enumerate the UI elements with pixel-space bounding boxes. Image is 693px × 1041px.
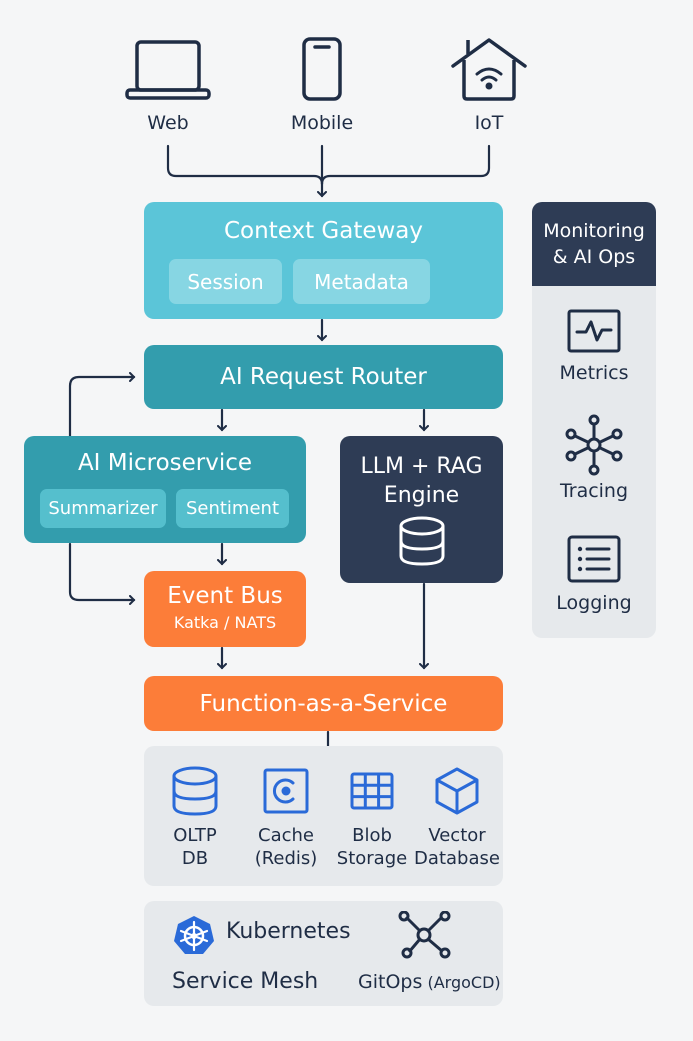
storage-label-line1: Cache — [258, 825, 314, 846]
connector-web — [166, 144, 324, 186]
storage-label-line2: (Redis) — [254, 848, 318, 869]
storage-label-line1: Vector — [428, 825, 486, 846]
monitoring-item-metrics[interactable]: Metrics — [532, 308, 656, 384]
storage-label-line2: Storage — [336, 848, 408, 869]
laptop-icon — [125, 40, 211, 100]
list-icon — [567, 535, 621, 583]
storage-label: Blob Storage — [327, 824, 417, 870]
storage-label: OLTP DB — [150, 824, 240, 870]
network-hub-icon — [565, 414, 623, 476]
connector-iot — [320, 144, 491, 186]
monitoring-label: Tracing — [559, 480, 629, 502]
smartphone-icon — [302, 37, 342, 101]
storage-vector-db[interactable]: Vector Database — [412, 766, 502, 870]
client-label: Web — [147, 112, 189, 134]
monitoring-panel: Monitoring & AI Ops Metrics Tracing — [532, 202, 656, 638]
ai-microservice-title: AI Microservice — [77, 450, 253, 476]
storage-label-line1: Blob — [352, 825, 392, 846]
service-mesh-icon — [398, 911, 451, 959]
kubernetes-label[interactable]: Kubernetes — [226, 919, 351, 944]
cache-icon — [263, 768, 309, 814]
storage-panel: OLTP DB Cache (Redis) Blob Storage — [144, 746, 503, 886]
grid-icon — [350, 772, 394, 810]
monitoring-title-line2: & AI Ops — [552, 246, 636, 268]
client-label: Mobile — [290, 112, 354, 134]
storage-label: Cache (Redis) — [241, 824, 331, 870]
llm-engine-title-line1: LLM + RAG — [360, 454, 483, 479]
event-bus-title: Event Bus — [167, 583, 283, 609]
storage-label-line2: Database — [414, 848, 500, 869]
database-icon — [172, 766, 218, 816]
event-bus[interactable]: Event Bus Katka / NATS — [144, 571, 306, 647]
context-gateway[interactable]: Context Gateway Session Metadata — [144, 202, 503, 319]
monitoring-label: Logging — [556, 592, 632, 614]
gitops-suffix: (ArgoCD) — [427, 973, 501, 992]
chip-session[interactable]: Session — [169, 259, 282, 304]
ai-request-router[interactable]: AI Request Router — [144, 345, 503, 409]
ai-microservice[interactable]: AI Microservice Summarizer Sentiment — [24, 436, 306, 543]
client-web[interactable]: Web — [113, 38, 223, 134]
function-as-a-service[interactable]: Function-as-a-Service — [144, 676, 503, 731]
client-mobile[interactable]: Mobile — [267, 36, 377, 134]
monitoring-label: Metrics — [559, 362, 629, 384]
database-icon — [399, 516, 445, 566]
storage-oltp-db[interactable]: OLTP DB — [150, 766, 240, 870]
chip-summarizer[interactable]: Summarizer — [40, 489, 166, 528]
llm-engine-title: LLM + RAG Engine — [340, 452, 503, 510]
storage-cache-redis[interactable]: Cache (Redis) — [241, 766, 331, 870]
connector-microservice-router — [68, 372, 136, 438]
event-bus-subtitle: Katka / NATS — [173, 613, 277, 632]
storage-label: Vector Database — [412, 824, 502, 870]
connector-microservice-eventbus-side — [68, 542, 136, 605]
client-label: IoT — [474, 112, 504, 134]
chip-metadata[interactable]: Metadata — [293, 259, 430, 304]
gitops-text: GitOps — [358, 971, 423, 993]
platform-panel: Kubernetes Service Mesh GitOps (ArgoCD) — [144, 901, 503, 1006]
storage-label-line1: OLTP — [173, 825, 217, 846]
cube-icon — [435, 767, 479, 815]
context-gateway-title: Context Gateway — [223, 218, 423, 244]
llm-engine-title-line2: Engine — [383, 483, 460, 508]
chip-sentiment[interactable]: Sentiment — [176, 489, 289, 528]
kubernetes-icon — [174, 916, 214, 954]
monitoring-header: Monitoring & AI Ops — [532, 202, 656, 286]
monitoring-item-logging[interactable]: Logging — [532, 534, 656, 614]
service-mesh-label[interactable]: Service Mesh — [172, 969, 319, 994]
llm-rag-engine[interactable]: LLM + RAG Engine — [340, 436, 503, 583]
gitops-label[interactable]: GitOps (ArgoCD) — [358, 971, 501, 993]
monitoring-title-line1: Monitoring — [543, 220, 645, 242]
pulse-monitor-icon — [567, 309, 621, 353]
storage-blob[interactable]: Blob Storage — [327, 766, 417, 870]
storage-label-line2: DB — [181, 848, 209, 869]
monitoring-item-tracing[interactable]: Tracing — [532, 414, 656, 502]
client-iot[interactable]: IoT — [434, 36, 544, 134]
smart-home-icon — [451, 38, 527, 101]
